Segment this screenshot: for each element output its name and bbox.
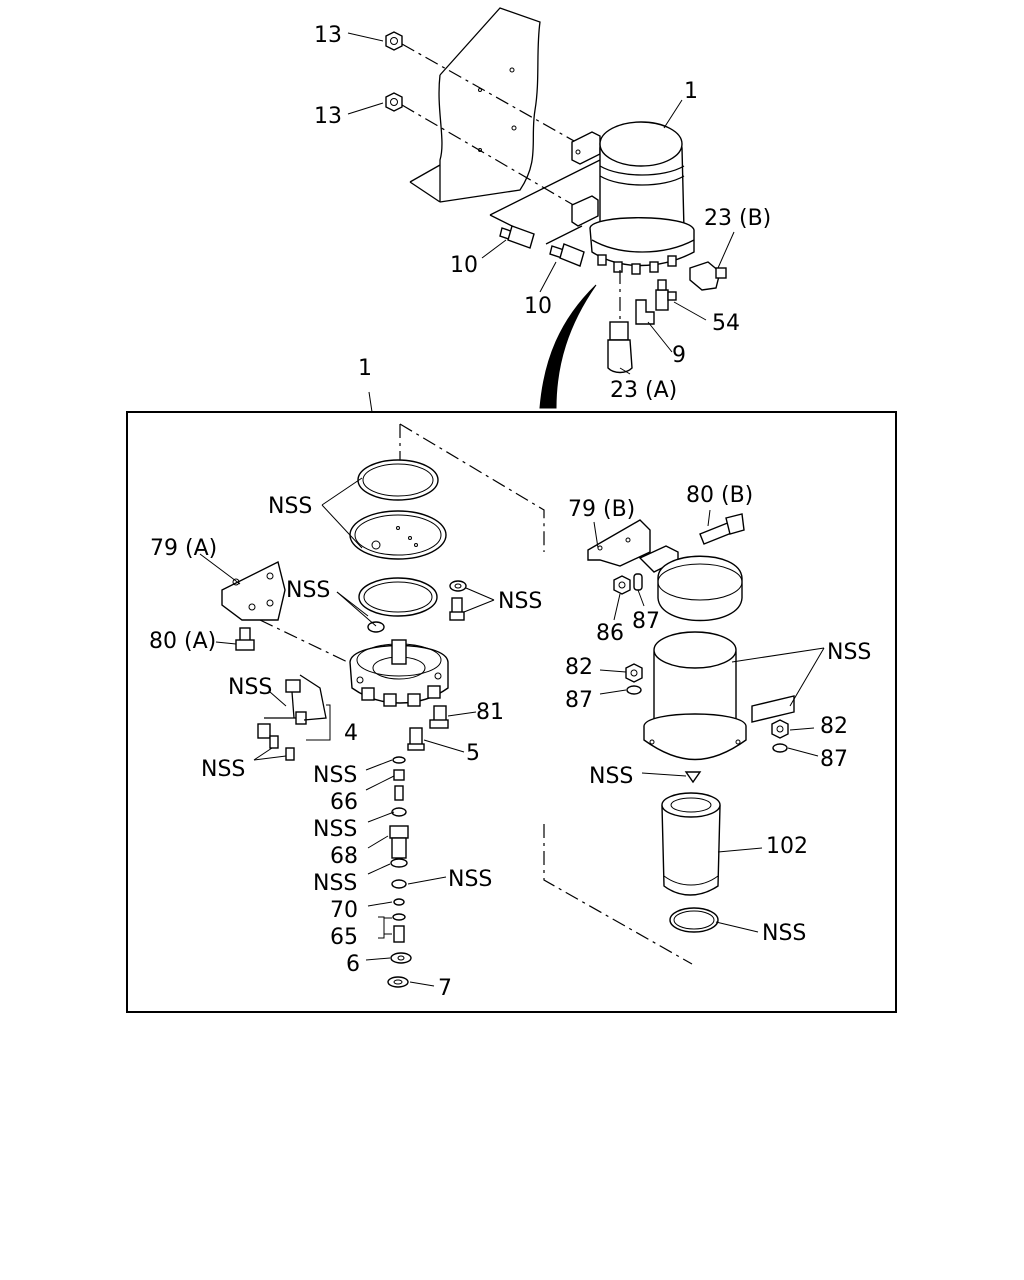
small-seal [367,621,385,633]
screw-nss-4a [269,735,279,749]
label-nss-10: NSS [827,640,871,665]
valve-65 [393,925,405,943]
label-87-b: 87 [565,688,593,713]
label-23b: 23 (B) [704,206,771,231]
fitting-23a [607,321,633,374]
label-82-a: 82 [565,655,593,680]
label-nss-12: NSS [762,921,806,946]
detail-box [126,411,897,1013]
o-ring-nss-8 [390,858,408,868]
o-ring-nss-7 [391,807,407,817]
washer-87a [633,573,643,591]
bracket-79b [587,519,679,573]
label-nss-5: NSS [201,757,245,782]
label-13-upper: 13 [314,23,342,48]
bolt-80b [699,513,745,545]
bolt-80a [235,627,255,651]
screw-nss-4b [285,747,295,761]
ring-70 [393,898,405,906]
ring-65 [392,913,406,921]
nut-82a [625,663,643,683]
label-5: 5 [466,741,480,766]
label-nss-9: NSS [448,867,492,892]
label-23a: 23 (A) [610,378,677,403]
label-nss-6: NSS [313,763,357,788]
filter-housing [643,631,795,761]
label-68: 68 [330,844,358,869]
valve-housing [349,639,449,707]
label-nss-8: NSS [313,871,357,896]
label-nss-11: NSS [589,764,633,789]
bolt-81 [429,705,449,729]
top-bracket [489,131,601,231]
o-ring-nss-6 [392,756,406,764]
o-ring-large-top [357,459,439,501]
label-82-b: 82 [820,714,848,739]
fitting-9 [635,299,655,325]
label-7: 7 [438,976,452,1001]
canister-assembly [589,121,695,275]
label-9: 9 [672,343,686,368]
label-6: 6 [346,952,360,977]
label-87-c: 87 [820,747,848,772]
part-66 [393,769,405,801]
plug-5 [407,727,425,751]
label-10-upper: 10 [450,253,478,278]
label-nss-1: NSS [268,494,312,519]
label-nss-4: NSS [228,675,272,700]
nut-13-upper [385,31,403,51]
washer-6 [390,952,412,964]
label-66: 66 [330,790,358,815]
label-102: 102 [766,834,808,859]
o-ring-nss-9 [391,879,407,889]
bolt-10-upper [499,225,535,249]
label-13-lower: 13 [314,104,342,129]
washer-right [449,580,467,592]
label-65: 65 [330,925,358,950]
fitting-23b [689,261,727,291]
label-80a: 80 (A) [149,629,216,654]
label-4: 4 [344,721,358,746]
part-68 [389,825,409,859]
frame-panel [409,7,541,203]
filter-element-102 [661,792,721,896]
label-81: 81 [476,700,504,725]
label-79b: 79 (B) [568,497,635,522]
detail-arrow [539,284,597,409]
label-nss-7: NSS [313,817,357,842]
label-10-lower: 10 [524,294,552,319]
label-87-a: 87 [632,609,660,634]
switch-4 [257,674,331,741]
o-ring-102 [669,907,719,933]
o-ring-large-mid [358,577,438,617]
band-clamp [657,555,743,622]
nut-13-lower [385,92,403,112]
fitting-54 [655,279,677,311]
label-80b: 80 (B) [686,483,753,508]
screw-right [449,597,465,621]
nut-86 [613,575,631,595]
bracket-79a [221,560,286,621]
label-1-top: 1 [684,79,698,104]
washer-87c [772,743,788,753]
label-86: 86 [596,621,624,646]
label-79a: 79 (A) [150,536,217,561]
washer-87b [626,685,642,695]
nut-82b [771,719,789,739]
label-70: 70 [330,898,358,923]
drain-nss [684,771,702,784]
label-nss-2: NSS [286,578,330,603]
diaphragm-plate [349,510,447,560]
label-nss-3: NSS [498,589,542,614]
washer-7 [387,976,409,988]
bolt-10-lower [549,243,585,267]
label-54: 54 [712,311,740,336]
label-1-box: 1 [358,356,372,381]
